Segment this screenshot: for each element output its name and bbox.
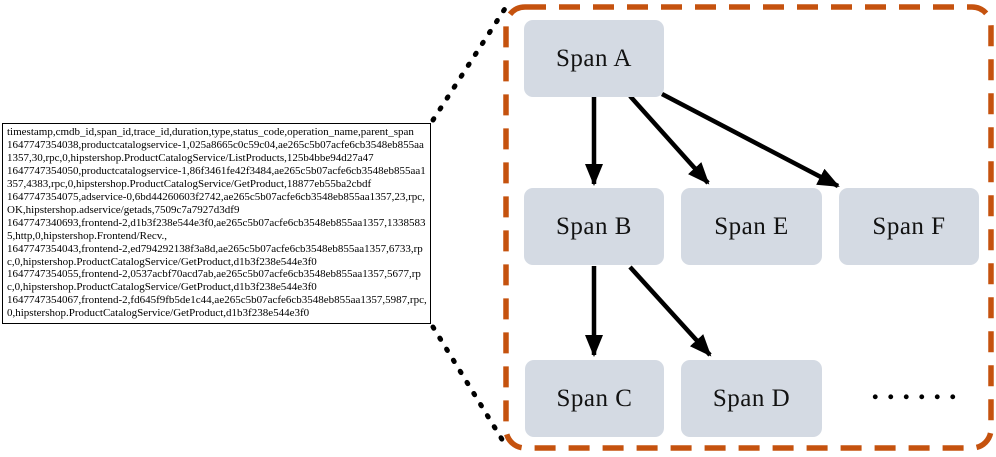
- node-span-a-label: Span A: [556, 44, 632, 72]
- trace-log-record: 1647747354043,frontend-2,ed794292138f3a8…: [7, 242, 423, 268]
- callout-dashed-border: [503, 4, 994, 451]
- node-span-a: Span A: [524, 20, 664, 97]
- edge-arrow-span-b-to-span-d: [628, 265, 712, 357]
- edge-arrow-span-a-to-span-e: [628, 94, 710, 185]
- callout-connector-top: [430, 4, 509, 123]
- trace-log-record: 1647747340693,frontend-2,d1b3f238e544e3f…: [7, 216, 426, 242]
- trace-log-record: 1647747354067,frontend-2,fd645f9fb5de1c4…: [7, 294, 427, 320]
- trace-log-record: 1647747354055,frontend-2,0537acbf70acd7a…: [7, 268, 421, 294]
- node-span-c-label: Span C: [556, 384, 633, 412]
- trace-log-record: 1647747354038,productcatalogservice-1,02…: [7, 138, 424, 164]
- node-span-d-label: Span D: [712, 384, 791, 412]
- trace-log-header-row: timestamp,cmdb_id,span_id,trace_id,durat…: [7, 126, 414, 138]
- node-span-e-label: Span E: [714, 212, 789, 240]
- node-span-e: Span E: [681, 188, 822, 265]
- trace-log-record: 1647747354075,adservice-0,6bd44260603f27…: [7, 190, 425, 216]
- edge-arrow-span-a-to-span-f: [660, 92, 840, 188]
- trace-log-box: timestamp,cmdb_id,span_id,trace_id,durat…: [2, 123, 431, 324]
- trace-log-record: 1647747354050,productcatalogservice-1,86…: [7, 164, 426, 190]
- node-span-f-label: Span F: [872, 212, 946, 240]
- callout-connector-bottom: [430, 324, 506, 444]
- more-spans-ellipsis: ......: [871, 373, 965, 406]
- node-span-b-label: Span B: [556, 212, 632, 240]
- node-span-f: Span F: [839, 188, 979, 265]
- node-span-d: Span D: [681, 360, 822, 437]
- node-span-c: Span C: [525, 360, 664, 437]
- node-span-b: Span B: [524, 188, 664, 265]
